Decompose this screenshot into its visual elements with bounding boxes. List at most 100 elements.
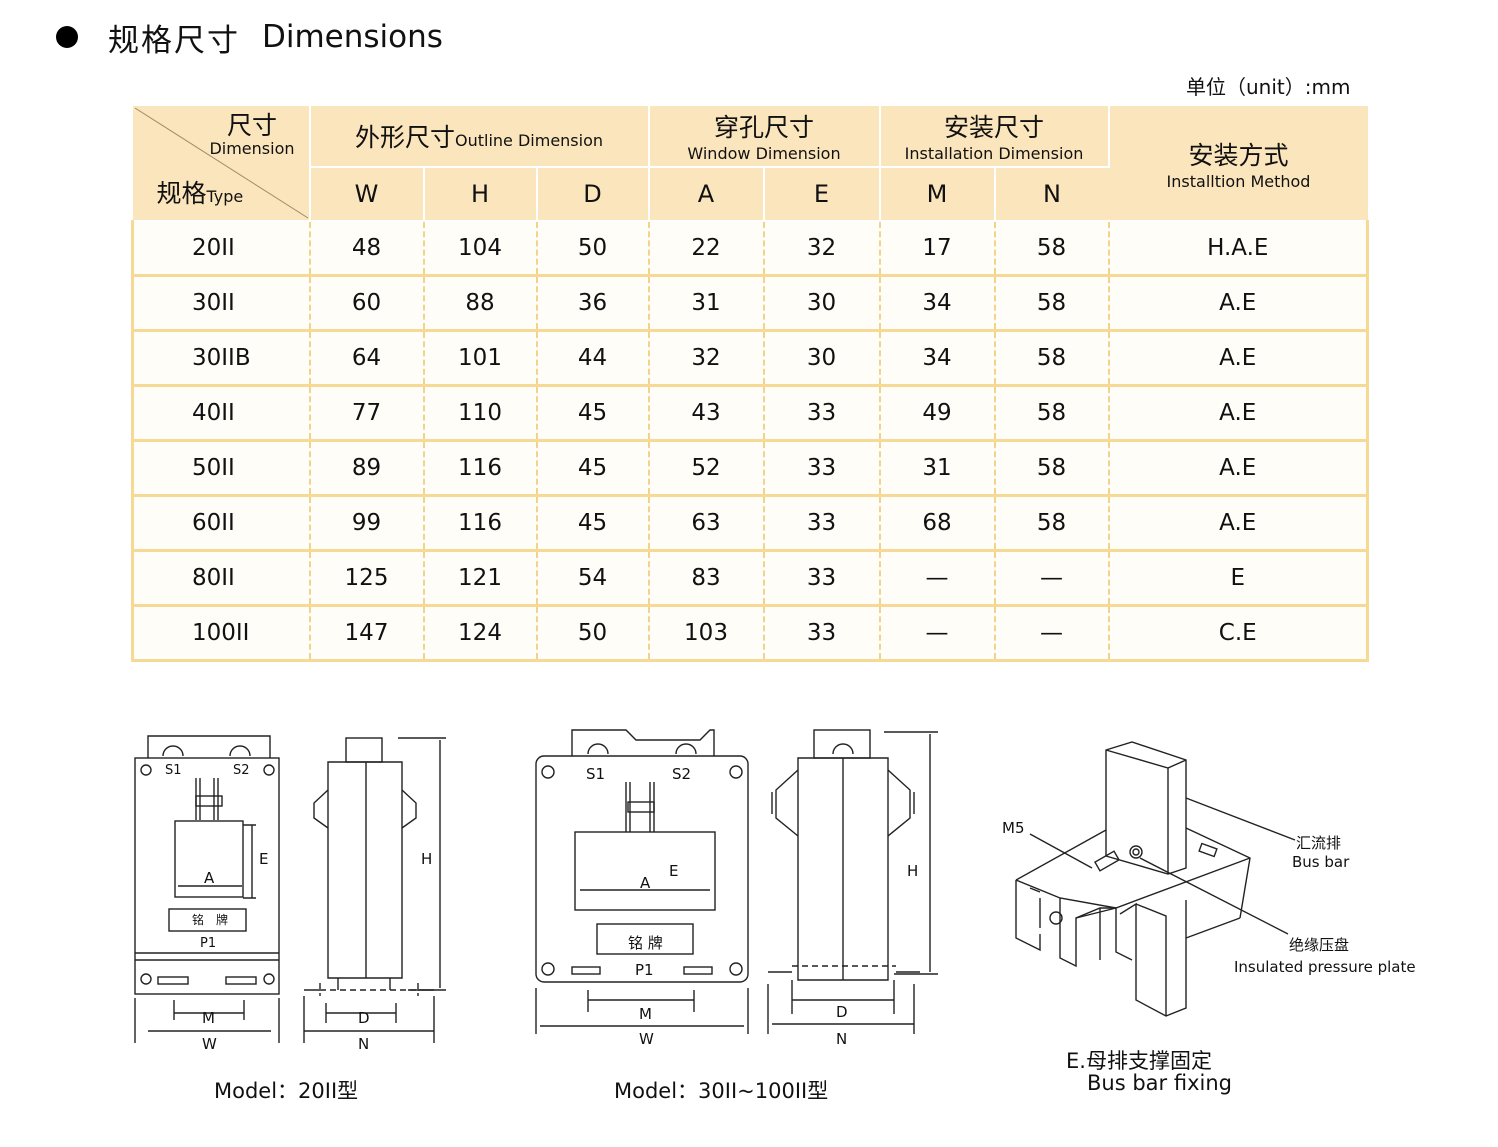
value-cell: 34 xyxy=(879,330,996,387)
type-en: Type xyxy=(206,187,244,206)
outline-header: 外形尺寸Outline Dimension xyxy=(309,106,650,168)
d3-plate-en: Insulated pressure plate xyxy=(1234,958,1416,976)
corner-zh: 尺寸 xyxy=(226,111,277,140)
value-cell: 45 xyxy=(536,440,650,497)
method-cell: A.E xyxy=(1108,495,1369,552)
value-cell: 68 xyxy=(879,495,996,552)
d1-s2: S2 xyxy=(233,763,250,778)
value-cell: 121 xyxy=(423,550,538,607)
value-cell: 104 xyxy=(423,221,538,277)
d2-plate: 铭 牌 xyxy=(628,934,663,952)
col-header: W xyxy=(309,166,425,223)
model-20ii-drawing xyxy=(134,735,446,1043)
d1-w: W xyxy=(202,1035,217,1053)
d2-d: D xyxy=(836,1003,848,1021)
window-en: Window Dimension xyxy=(687,144,841,164)
method-cell: A.E xyxy=(1108,330,1369,387)
value-cell: 63 xyxy=(648,495,765,552)
col-header: E xyxy=(763,166,881,223)
value-cell: 147 xyxy=(309,605,425,662)
value-cell: 64 xyxy=(309,330,425,387)
d1-m: M xyxy=(202,1009,215,1027)
model-30ii-100ii-drawing xyxy=(535,729,938,1034)
corner-header-cell: 尺寸 Dimension 规格Type xyxy=(132,106,311,222)
value-cell: 48 xyxy=(309,221,425,277)
value-cell: 30 xyxy=(763,275,881,332)
value-cell: 44 xyxy=(536,330,650,387)
value-cell: 83 xyxy=(648,550,765,607)
value-cell: 36 xyxy=(536,275,650,332)
value-cell: 31 xyxy=(648,275,765,332)
value-cell: 58 xyxy=(994,275,1110,332)
type-cell: 100II xyxy=(131,605,311,662)
value-cell: 58 xyxy=(994,385,1110,442)
value-cell: 77 xyxy=(309,385,425,442)
bus-bar-fixing-drawing xyxy=(1015,741,1296,1017)
diagonal-divider xyxy=(134,107,308,219)
col-header: A xyxy=(648,166,765,223)
corner-en: Dimension xyxy=(209,138,295,158)
window-zh: 穿孔尺寸 xyxy=(713,113,814,143)
d3-caption-zh: E.母排支撑固定 xyxy=(1066,1049,1212,1073)
value-cell: 50 xyxy=(536,605,650,662)
title-en: Dimensions xyxy=(262,19,443,55)
value-cell: 54 xyxy=(536,550,650,607)
install-header: 安装尺寸 Installation Dimension xyxy=(879,106,1110,168)
value-cell: 124 xyxy=(423,605,538,662)
d3-busbar-zh: 汇流排 xyxy=(1296,834,1342,852)
d1-plate: 铭 牌 xyxy=(192,913,229,927)
value-cell: 45 xyxy=(536,385,650,442)
value-cell: 103 xyxy=(648,605,765,662)
value-cell: 33 xyxy=(763,495,881,552)
d2-s2: S2 xyxy=(672,765,692,783)
method-cell: A.E xyxy=(1108,440,1369,497)
outline-zh: 外形尺寸 xyxy=(354,122,455,152)
method-cell: A.E xyxy=(1108,275,1369,332)
value-cell: 101 xyxy=(423,330,538,387)
method-cell: H.A.E xyxy=(1108,221,1369,277)
d2-p1: P1 xyxy=(635,961,654,979)
method-zh: 安装方式 xyxy=(1188,140,1289,170)
install-zh: 安装尺寸 xyxy=(943,113,1044,143)
value-cell: 116 xyxy=(423,440,538,497)
value-cell: 43 xyxy=(648,385,765,442)
d1-caption: Model：20II型 xyxy=(214,1079,359,1103)
value-cell: 58 xyxy=(994,440,1110,497)
type-cell: 20II xyxy=(131,221,311,277)
value-cell: 99 xyxy=(309,495,425,552)
value-cell: 33 xyxy=(763,550,881,607)
d1-a: A xyxy=(204,869,215,887)
value-cell: 33 xyxy=(763,605,881,662)
col-header: N xyxy=(994,166,1109,223)
type-cell: 60II xyxy=(131,495,311,552)
d2-s1: S1 xyxy=(586,765,606,783)
d3-busbar-en: Bus bar xyxy=(1292,853,1350,871)
d1-p1: P1 xyxy=(200,936,217,951)
value-cell: 17 xyxy=(879,221,996,277)
value-cell: 110 xyxy=(423,385,538,442)
value-cell: 22 xyxy=(648,221,765,277)
method-header: 安装方式 Installtion Method xyxy=(1108,106,1368,222)
d1-e: E xyxy=(259,850,269,868)
value-cell: 34 xyxy=(879,275,996,332)
method-cell: A.E xyxy=(1108,385,1369,442)
value-cell: 49 xyxy=(879,385,996,442)
method-en: Installtion Method xyxy=(1166,171,1311,191)
value-cell: 32 xyxy=(648,330,765,387)
col-header: M xyxy=(879,166,996,223)
value-cell: — xyxy=(879,605,996,662)
type-zh: 规格 xyxy=(156,179,207,208)
d2-caption: Model：30II~100II型 xyxy=(614,1079,829,1103)
section-title: 规格尺寸 Dimensions xyxy=(56,12,443,62)
d1-n: N xyxy=(358,1035,370,1053)
col-header: D xyxy=(536,166,650,223)
value-cell: — xyxy=(994,605,1110,662)
install-en: Installation Dimension xyxy=(904,144,1084,164)
